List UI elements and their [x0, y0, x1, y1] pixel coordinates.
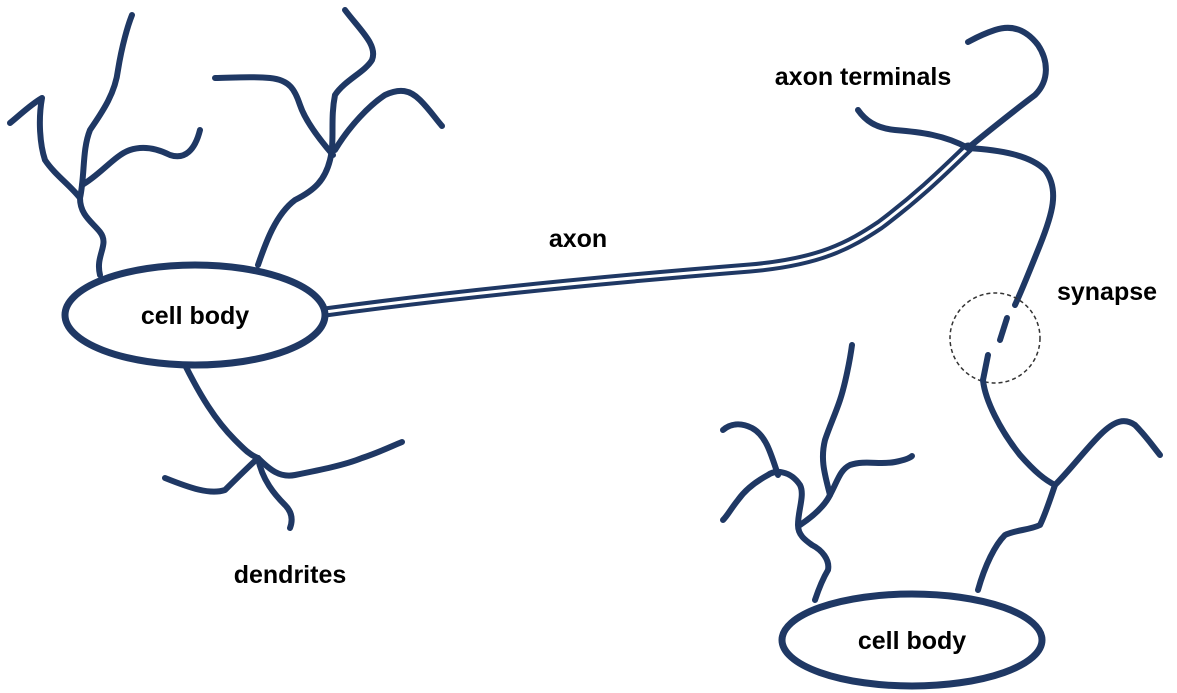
dendrite-branch [185, 365, 258, 458]
cell-body-right-label: cell body [858, 627, 966, 655]
dendrite-branch [978, 485, 1055, 590]
synapse-circle [950, 293, 1040, 383]
dendrite-branch [1055, 421, 1160, 485]
dendrites-label: dendrites [234, 561, 347, 589]
terminal-branch [968, 148, 1053, 305]
dendrite-branch [215, 77, 333, 155]
dendrite-branch [823, 345, 852, 495]
dendrite-branch [10, 98, 104, 275]
dendrite-branch [82, 130, 200, 185]
dendrite-branch [800, 456, 912, 525]
terminal-branch [858, 110, 968, 148]
left-lower-dendrites [165, 365, 402, 528]
cell-body-left-label: cell body [141, 302, 249, 330]
dendrite-branch [335, 91, 442, 150]
left-upper-dendrites [10, 10, 442, 275]
dendrite-branch [723, 472, 828, 600]
dendrite-branch [258, 442, 402, 476]
synapse-label: synapse [1057, 278, 1157, 306]
axon-label: axon [549, 225, 607, 253]
dendrite-branch [165, 458, 258, 492]
axon [325, 148, 968, 312]
dendrite-branch [723, 424, 778, 475]
axon-inner [325, 148, 968, 312]
terminal-branch [968, 28, 1046, 148]
axon-terminals-label: axon terminals [775, 63, 951, 91]
dendrite-branch [983, 380, 1055, 485]
right-dendrites [723, 345, 1160, 600]
dendrite-branch [983, 355, 988, 380]
terminal-branch [1000, 318, 1007, 340]
